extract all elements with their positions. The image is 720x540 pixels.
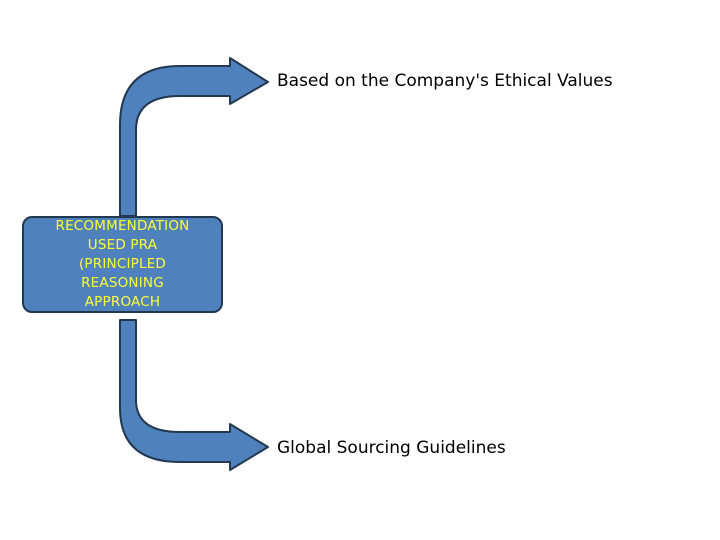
recommendation-box: RECOMMENDATION USED PRA (PRINCIPLED REAS… (22, 216, 223, 313)
arrow-to-ethical-values (119, 57, 269, 217)
arrow-to-sourcing-guidelines (119, 319, 269, 471)
ethical-values-label: Based on the Company's Ethical Values (277, 71, 613, 91)
sourcing-guidelines-label: Global Sourcing Guidelines (277, 438, 506, 458)
recommendation-text: RECOMMENDATION USED PRA (PRINCIPLED REAS… (55, 218, 190, 310)
